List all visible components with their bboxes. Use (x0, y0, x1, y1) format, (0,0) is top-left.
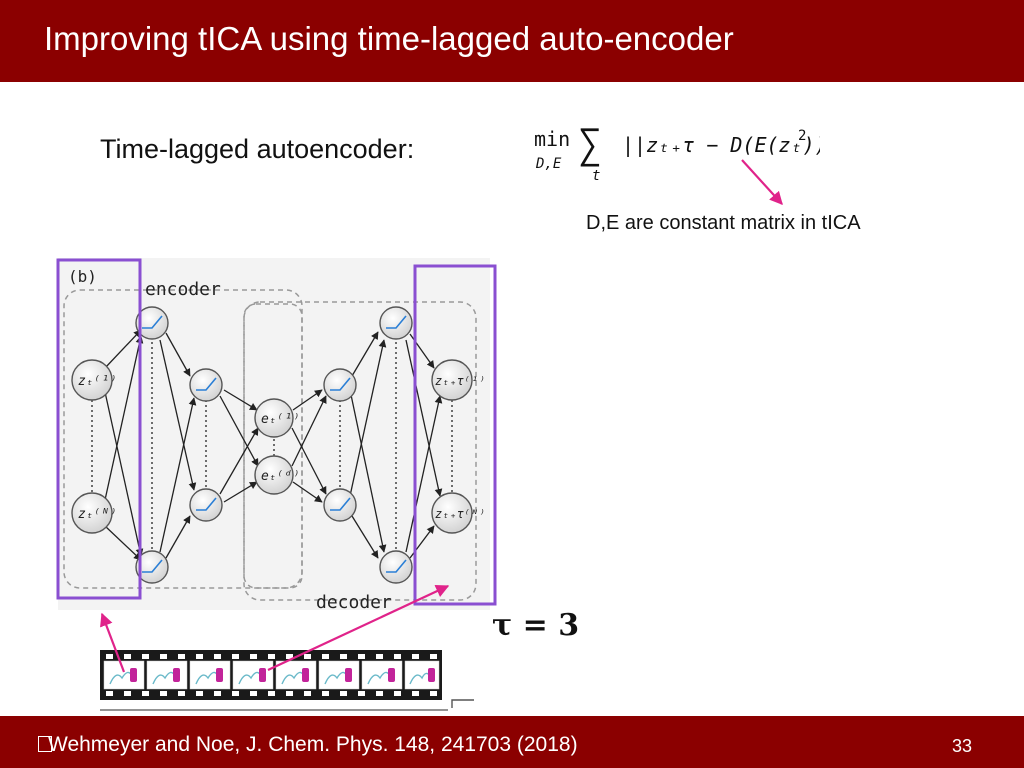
title-bar: Improving tICA using time-lagged auto-en… (0, 0, 1024, 82)
hidden1-node-bottom (135, 550, 169, 584)
formula-min: min (534, 127, 570, 151)
loss-formula: min D,E ∑ t ||zₜ₊τ − D(E(zₜ))|| 2 (534, 122, 820, 184)
latent-node-bottom (254, 455, 294, 495)
encoder-label: encoder (145, 279, 221, 300)
page-number: 33 (952, 736, 973, 756)
footer-bar (0, 716, 1024, 768)
output-highlight-box (413, 264, 497, 606)
lagged-frame-arrow (267, 585, 450, 671)
relu-glyph (330, 377, 351, 391)
footer-citation: Wehmeyer and Noe, J. Chem. Phys. 148, 24… (48, 733, 578, 756)
input-frame-arrow (100, 612, 126, 673)
relu-glyph (386, 315, 407, 329)
timeline-corner (451, 699, 474, 708)
formula-body: ||zₜ₊τ − D(E(zₜ))|| (622, 133, 820, 157)
input-node-bottom (71, 492, 113, 534)
tica-note: D,E are constant matrix in tICA (586, 212, 861, 234)
input-top-label: zₜ⁽¹⁾ (78, 374, 117, 389)
formula-sum: ∑ (578, 122, 602, 168)
formula-power: 2 (798, 128, 806, 144)
relu-glyph (330, 497, 351, 511)
input-bottom-label: zₜ⁽ᴺ⁾ (78, 507, 117, 522)
hidden2-node-top (189, 368, 223, 402)
latent-node-top (254, 398, 294, 438)
latent-bottom-label: eₜ⁽ᵈ⁾ (261, 469, 300, 484)
lag-time-label: τ = 3 (492, 608, 580, 643)
hidden2-node-bottom (189, 488, 223, 522)
output-top-label: zₜ₊τ⁽¹⁾ (435, 374, 486, 388)
relu-glyph (196, 377, 217, 391)
hidden4-node-top (379, 306, 413, 340)
hidden3-node-bottom (323, 488, 357, 522)
hidden3-node-top (323, 368, 357, 402)
decoder-group-box (243, 301, 477, 601)
hidden4-node-bottom (379, 550, 413, 584)
output-node-bottom (431, 492, 473, 534)
hidden1-node-top (135, 306, 169, 340)
input-highlight-box (56, 258, 142, 600)
input-node-top (71, 359, 113, 401)
note-arrow (741, 159, 783, 205)
relu-glyph (142, 315, 163, 329)
section-label: Time-lagged autoencoder: (100, 134, 415, 164)
formula-sum-subscript: t (592, 168, 600, 184)
decoder-label: decoder (316, 592, 392, 613)
output-node-top (431, 359, 473, 401)
relu-glyph (196, 497, 217, 511)
relu-glyph (386, 559, 407, 573)
latent-top-label: eₜ⁽¹⁾ (261, 412, 300, 427)
bullet-icon (38, 736, 52, 752)
relu-glyph (142, 559, 163, 573)
trajectory-filmstrip (100, 650, 442, 700)
panel-label: (b) (68, 267, 97, 286)
output-bottom-label: zₜ₊τ⁽ᴺ⁾ (435, 507, 486, 521)
slide-title: Improving tICA using time-lagged auto-en… (44, 20, 734, 57)
formula-min-subscript: D,E (535, 156, 562, 172)
